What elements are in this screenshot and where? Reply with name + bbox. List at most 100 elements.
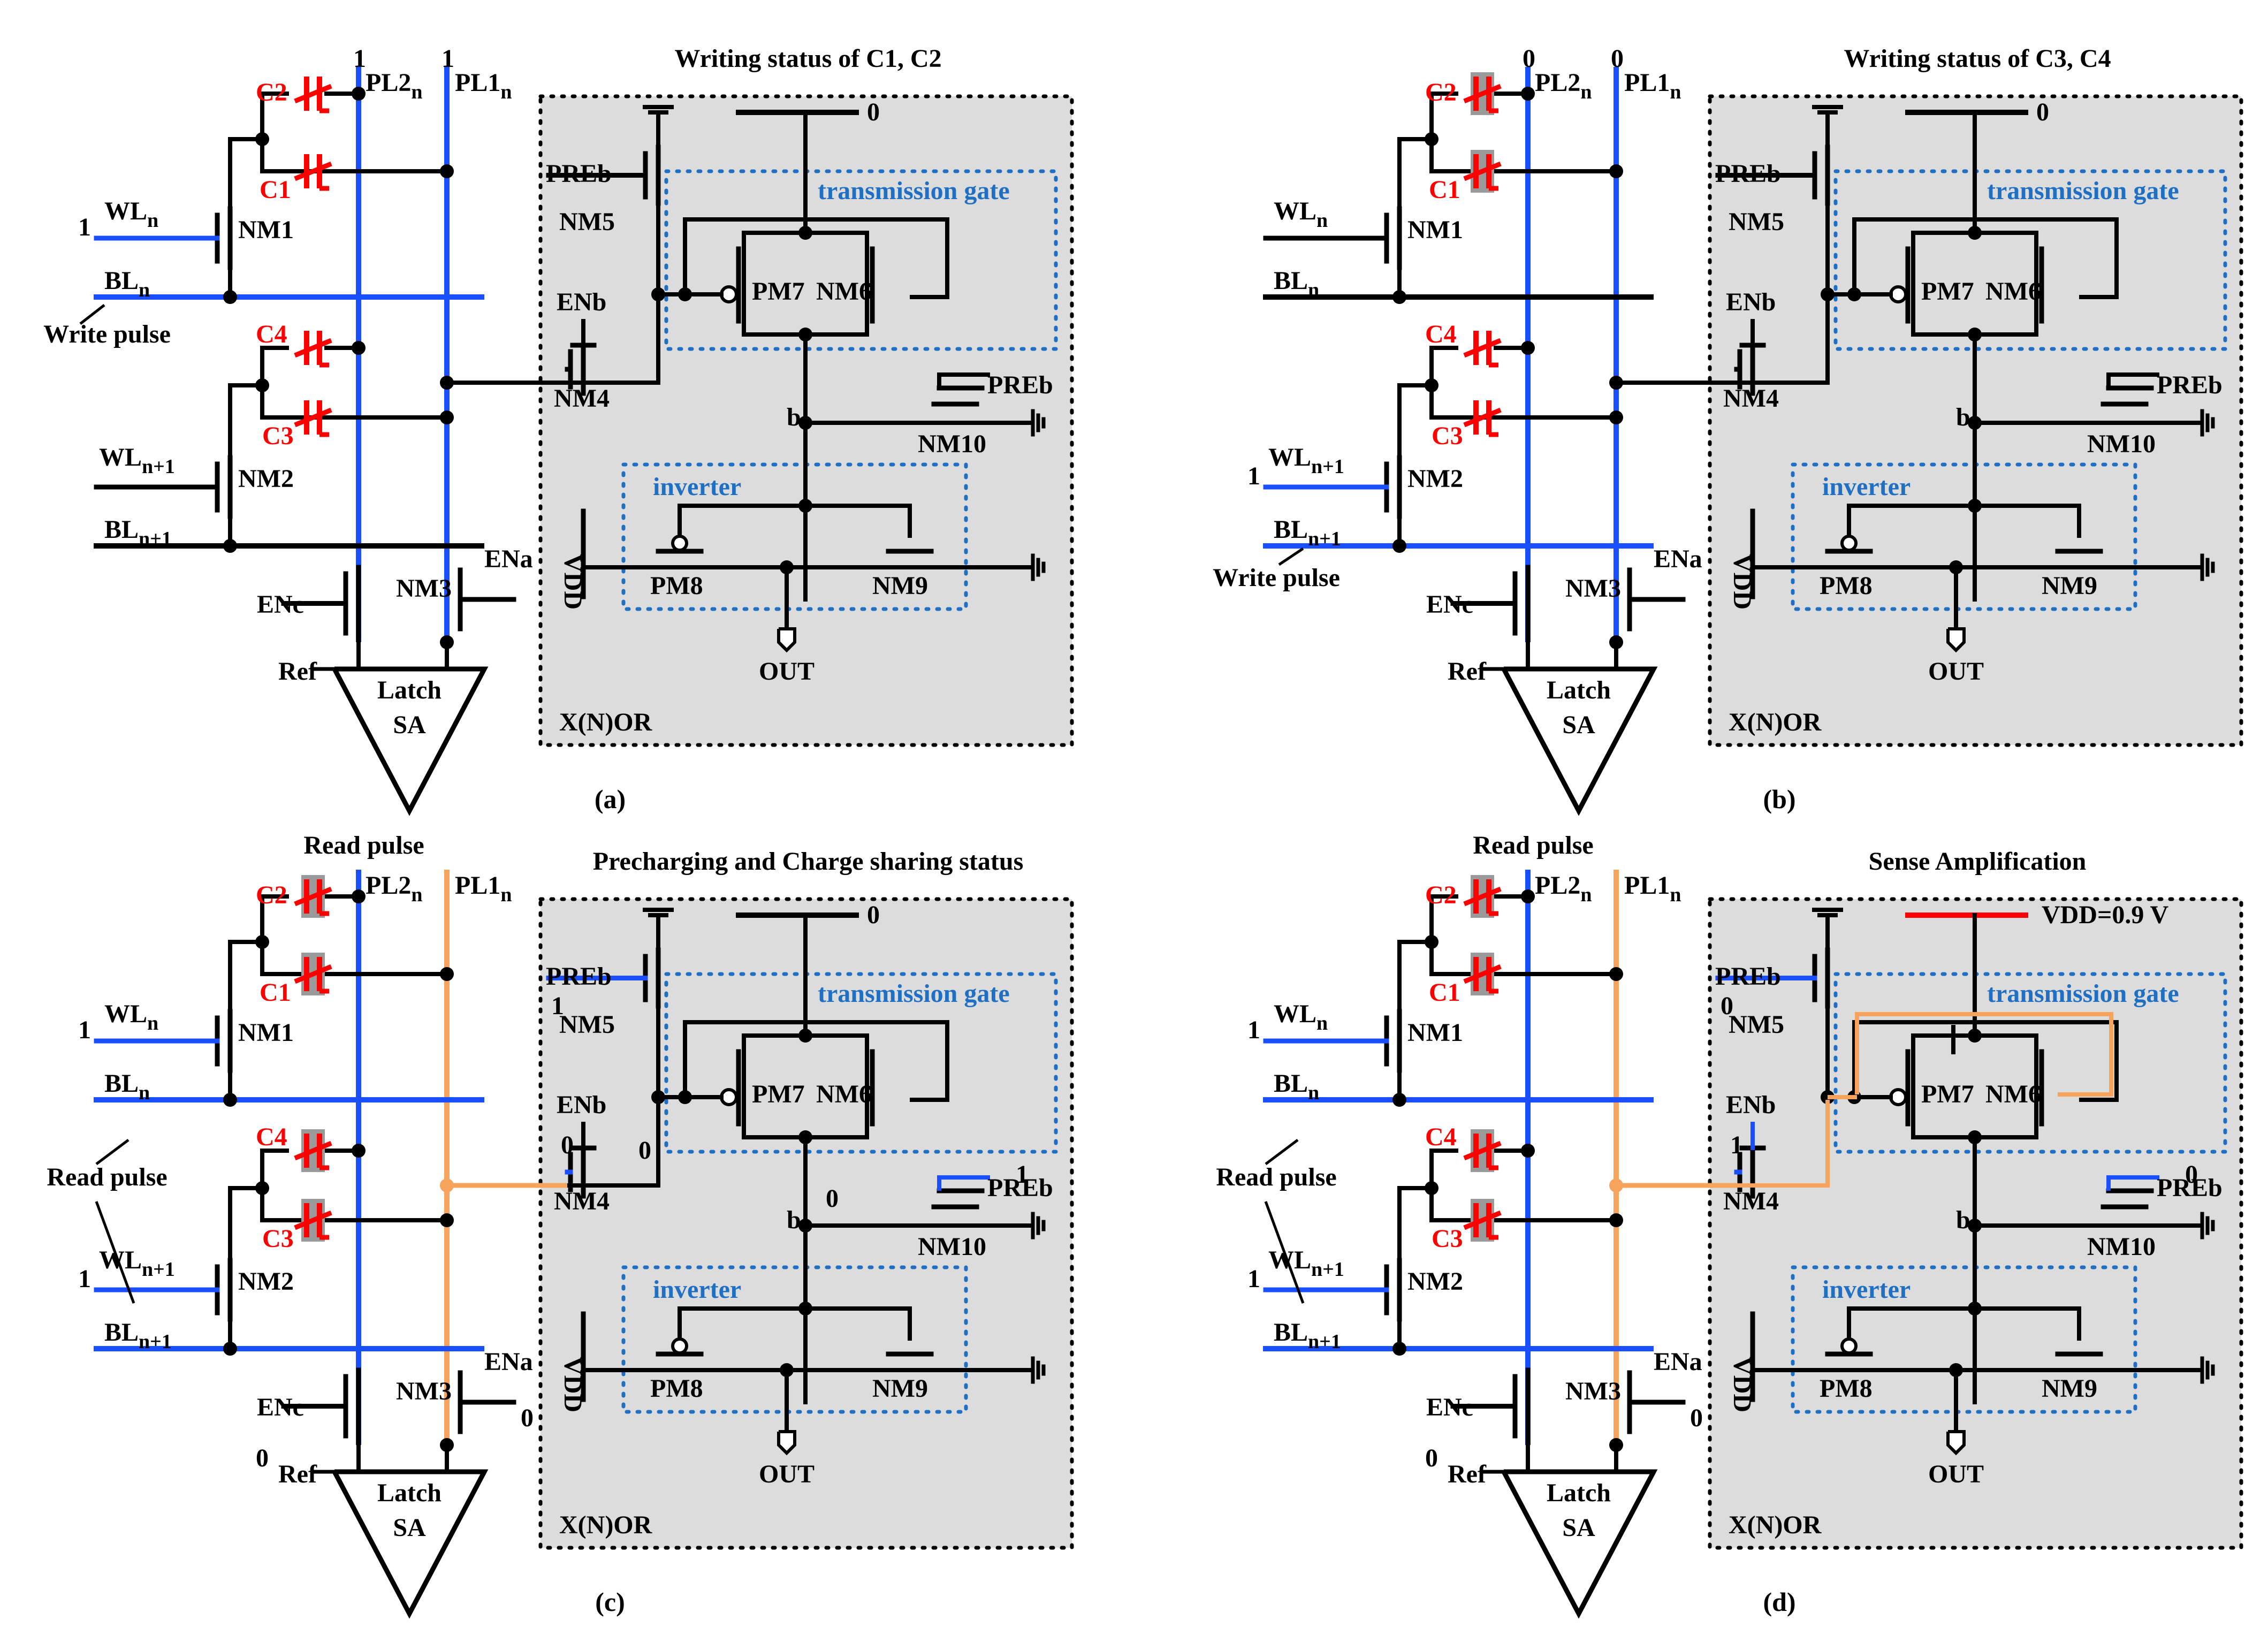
xnor-label: X(N)OR bbox=[1729, 708, 1822, 736]
capacitor-slash bbox=[1463, 1210, 1502, 1230]
junction-dot bbox=[223, 1342, 237, 1356]
pl1-label-main: PL1 bbox=[455, 69, 500, 97]
junction-dot bbox=[440, 635, 454, 649]
capacitor-c1: C1 bbox=[1429, 150, 1502, 204]
junction-dot bbox=[1609, 967, 1623, 981]
side-label: Write pulse bbox=[1213, 564, 1340, 592]
b-node-label: b bbox=[1956, 403, 1970, 431]
c2-wire bbox=[1429, 894, 1458, 942]
nm9-label: NM9 bbox=[872, 572, 928, 600]
junction-dot bbox=[440, 1178, 454, 1192]
inverter-label: inverter bbox=[653, 473, 741, 501]
pm7-label: PM7 bbox=[1921, 1080, 1974, 1108]
nm10-ground-icon bbox=[2200, 1212, 2215, 1239]
enc-transistor bbox=[281, 565, 361, 642]
ref-label: Ref bbox=[1448, 657, 1487, 686]
transmission-gate-label: transmission gate bbox=[1987, 177, 2179, 205]
nm1-label: NM1 bbox=[1407, 1018, 1463, 1047]
capacitor-slash bbox=[1463, 886, 1502, 907]
enb-label: ENb bbox=[1726, 1091, 1776, 1119]
capacitor-label: C1 bbox=[1429, 978, 1460, 1007]
pl2-label-subscript: n bbox=[411, 81, 422, 103]
pm8-label: PM8 bbox=[650, 572, 703, 600]
out-pin-icon bbox=[777, 627, 796, 653]
sa-label: SA bbox=[393, 1514, 426, 1542]
bln-label: BLn bbox=[104, 1069, 150, 1104]
pm8-bubble bbox=[1840, 535, 1858, 552]
pl2-label-subscript: n bbox=[1580, 81, 1592, 103]
bln1-label: BLn+1 bbox=[1274, 1318, 1341, 1353]
junction-dot bbox=[440, 1438, 454, 1452]
capacitor-slash bbox=[294, 161, 332, 181]
ena-input-value: 0 bbox=[521, 1404, 534, 1432]
inverter-label: inverter bbox=[653, 1275, 741, 1304]
pl2-label: PL2n bbox=[1535, 69, 1592, 103]
capacitor-c2: C2 bbox=[1425, 875, 1502, 918]
panel-title: Sense Amplification bbox=[1869, 847, 2087, 876]
c1-wire bbox=[1429, 139, 1616, 173]
b-node-label: b bbox=[787, 1206, 801, 1234]
sa-label: SA bbox=[1562, 1514, 1595, 1542]
ena-label: ENa bbox=[484, 545, 533, 573]
capacitor-slash bbox=[294, 83, 332, 104]
wln-label: WLn bbox=[104, 197, 158, 232]
enc-transistor bbox=[281, 1367, 361, 1445]
pl1-label: PL1n bbox=[455, 69, 512, 103]
nm4-to-tg bbox=[567, 297, 660, 385]
pl1-label-subscript: n bbox=[500, 884, 512, 906]
side-label: Write pulse bbox=[43, 320, 171, 348]
nm4-out-value: 0 bbox=[638, 1136, 651, 1165]
nm5-transistor bbox=[546, 947, 661, 1009]
nm2-drain-wire bbox=[1397, 383, 1432, 458]
c4-wire bbox=[260, 346, 289, 385]
capacitor-label: C4 bbox=[256, 1123, 287, 1151]
arrow-to-bln1 bbox=[1278, 547, 1304, 566]
enc-label: ENc bbox=[1426, 590, 1473, 619]
junction-dot bbox=[1521, 889, 1535, 903]
transmission-gate-box bbox=[664, 169, 1058, 351]
pm7-bubble bbox=[720, 1088, 738, 1106]
pm8-bubble bbox=[671, 535, 688, 552]
junction-dot bbox=[1425, 132, 1439, 146]
enb-input-value: 1 bbox=[1730, 1131, 1743, 1159]
junction-dot bbox=[651, 1090, 665, 1104]
nm1-drain-wire bbox=[228, 940, 262, 1012]
junction-dot bbox=[255, 1181, 269, 1195]
latch-sa-triangle bbox=[1502, 666, 1658, 816]
pl1-label-subscript: n bbox=[1670, 884, 1681, 906]
pm7-bubble bbox=[1889, 285, 1907, 303]
panel-caption: (d) bbox=[1763, 1587, 1795, 1617]
capacitor-slash bbox=[294, 886, 332, 907]
nm5-label: NM5 bbox=[559, 208, 615, 236]
pm8-label: PM8 bbox=[1820, 572, 1873, 600]
latch-label: Latch bbox=[377, 676, 442, 704]
bln1-label-main: BL bbox=[104, 1318, 139, 1347]
nm10-preb-label: PREb bbox=[987, 1174, 1053, 1202]
capacitor-label: C1 bbox=[260, 978, 291, 1007]
junction-dot bbox=[798, 1130, 812, 1144]
inverter-box bbox=[621, 462, 968, 611]
enc-transistor bbox=[1450, 565, 1531, 642]
nm5-transistor bbox=[1715, 947, 1830, 1009]
pl1-label: PL1n bbox=[1624, 871, 1681, 906]
nm10-label: NM10 bbox=[918, 1233, 986, 1261]
tg-loop bbox=[1852, 217, 2119, 299]
junction-dot bbox=[1425, 935, 1439, 949]
nm5-preb-label: PREb bbox=[1715, 159, 1781, 188]
wln-label-subscript: n bbox=[147, 1012, 158, 1035]
capacitor-c1: C1 bbox=[1429, 953, 1502, 1007]
vdd-rail-label: VDD bbox=[1728, 1357, 1756, 1412]
wln-label: WLn bbox=[104, 1000, 158, 1035]
junction-dot bbox=[651, 287, 665, 301]
wln1-label-subscript: n+1 bbox=[1311, 455, 1344, 478]
junction-dot bbox=[1609, 164, 1623, 178]
enc-label: ENc bbox=[1426, 1393, 1473, 1421]
c2-wire bbox=[1429, 92, 1458, 139]
junction-dot bbox=[352, 341, 366, 355]
c4-wire bbox=[260, 1149, 289, 1188]
c1-wire bbox=[1429, 942, 1616, 976]
pm7-bubble bbox=[720, 285, 738, 303]
out-label: OUT bbox=[759, 1460, 815, 1488]
junction-dot bbox=[1609, 1178, 1623, 1192]
